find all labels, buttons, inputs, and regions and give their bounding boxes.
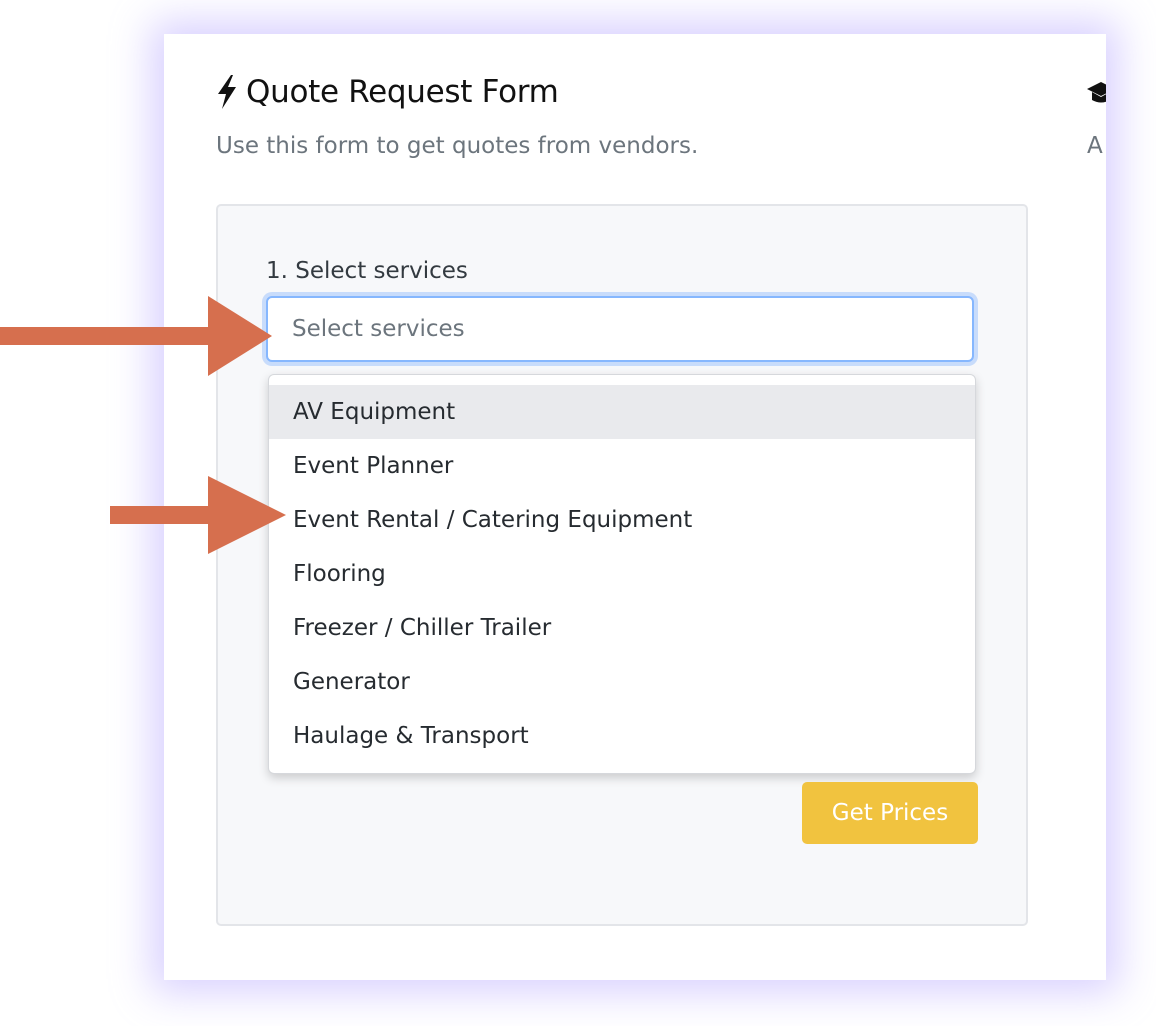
services-dropdown: AV Equipment Event Planner Event Rental … <box>268 374 976 774</box>
option-haulage-transport[interactable]: Haulage & Transport <box>293 723 529 749</box>
second-column-text: A <box>1087 133 1103 159</box>
page-subtitle: Use this form to get quotes from vendors… <box>216 133 699 159</box>
option-event-planner[interactable]: Event Planner <box>293 453 454 479</box>
get-prices-button[interactable]: Get Prices <box>802 782 978 844</box>
graduation-cap-icon <box>1087 82 1106 103</box>
right-arrow-icon <box>110 476 286 554</box>
select-services-label: 1. Select services <box>266 258 468 284</box>
page-title: Quote Request Form <box>246 74 559 110</box>
option-av-equipment[interactable]: AV Equipment <box>269 385 975 439</box>
option-freezer-chiller-trailer[interactable]: Freezer / Chiller Trailer <box>293 615 552 641</box>
services-options-list: AV Equipment Event Planner Event Rental … <box>269 375 975 763</box>
quote-request-card: Quote Request Form Use this form to get … <box>164 34 1106 980</box>
option-flooring[interactable]: Flooring <box>293 561 386 587</box>
services-input[interactable] <box>266 296 974 362</box>
right-arrow-icon <box>0 296 272 376</box>
option-generator[interactable]: Generator <box>293 669 410 695</box>
title-row: Quote Request Form <box>216 70 559 114</box>
option-event-rental-catering[interactable]: Event Rental / Catering Equipment <box>293 507 693 533</box>
bolt-icon <box>218 75 236 109</box>
form-panel: 1. Select services AV Equipment Event Pl… <box>216 204 1028 926</box>
